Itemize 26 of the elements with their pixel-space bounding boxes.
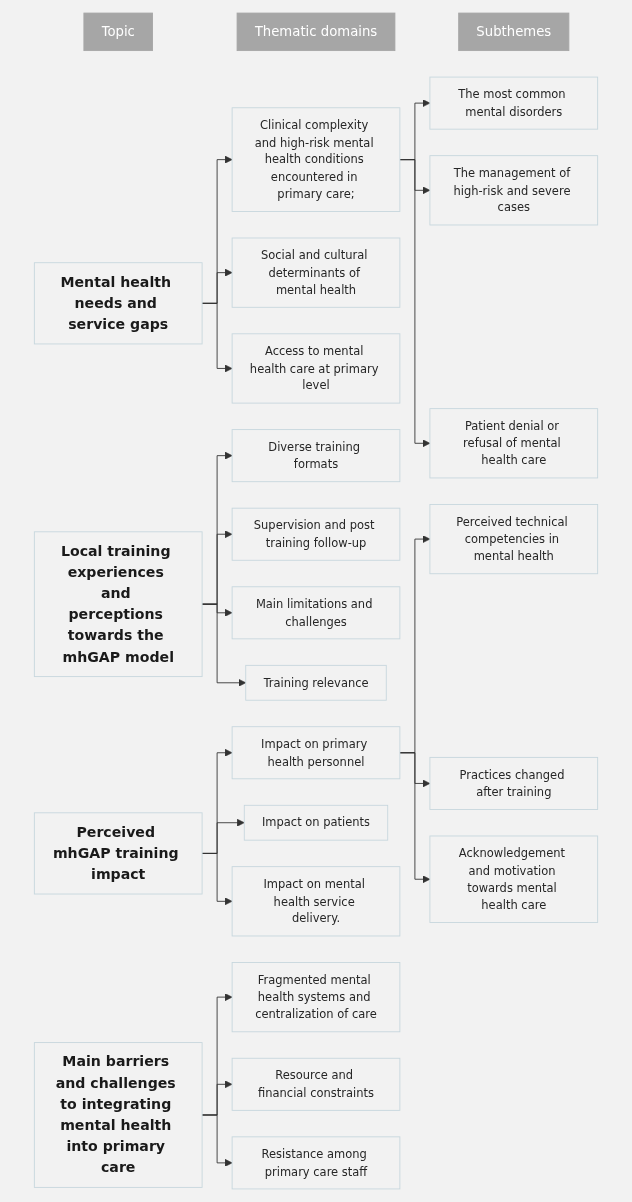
node-box: Local training experiences and perceptions towards the mhGAP model	[33, 531, 203, 678]
node-box: Social and cultural determinants of mental health	[231, 237, 401, 308]
node-box: Impact on mental health service delivery.	[231, 866, 401, 937]
node-box: Main barriers and challenges to integrating mental health into primary care	[33, 1042, 203, 1188]
node-box: Mental health needs and service gaps	[33, 262, 203, 345]
node-box: Patient denial or refusal of mental health care	[429, 408, 599, 479]
node-box: Practices changed after training	[429, 756, 599, 810]
node-box: Main limitations and challenges	[231, 586, 401, 640]
node-box: Training relevance	[245, 664, 387, 701]
node-box: Topic	[83, 12, 153, 52]
node-box: The management of high-risk and severe cases	[429, 155, 599, 226]
node-box: Perceived mhGAP training impact	[33, 812, 203, 895]
node-box: Clinical complexity and high-risk mental health conditions encountered in primary care;	[231, 107, 401, 212]
node-box: Access to mental health care at primary level	[231, 333, 401, 404]
node-box: Acknowledgement and motivation towards mental health care	[429, 835, 599, 923]
node-box: Thematic domains	[236, 12, 396, 52]
node-box: The most common mental disorders	[429, 76, 599, 130]
node-box: Perceived technical competencies in mental health	[429, 504, 599, 575]
node-box: Supervision and post training follow-up	[231, 507, 401, 561]
node-box: Fragmented mental health systems and centralization of care	[231, 962, 401, 1033]
node-box: Impact on patients	[243, 804, 389, 841]
node-box: Diverse training formats	[231, 429, 401, 483]
node-box: Resistance among primary care staff	[231, 1136, 401, 1190]
node-box: Resource and financial constraints	[231, 1057, 401, 1111]
node-box: Subthemes	[458, 12, 570, 52]
node-box: Impact on primary health personnel	[231, 726, 401, 780]
